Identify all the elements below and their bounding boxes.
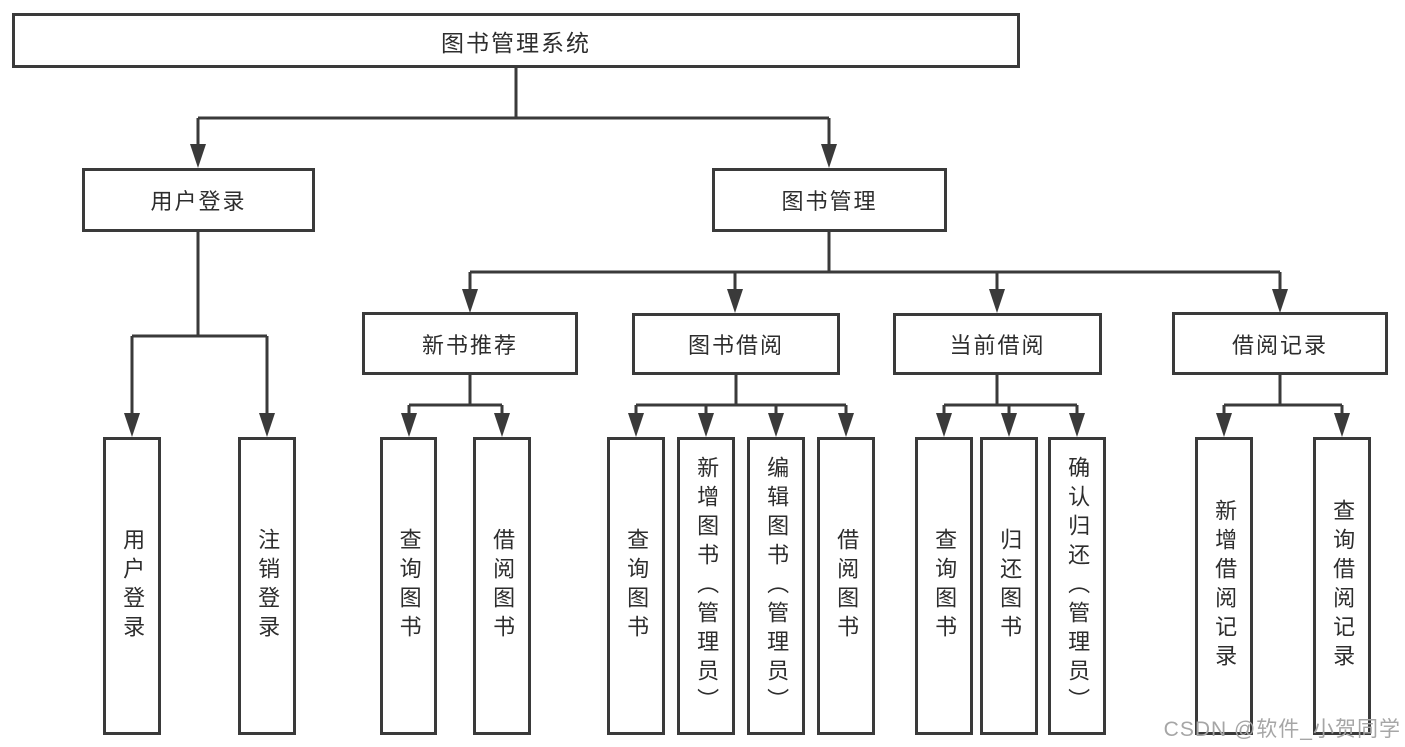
node-label: 编辑图书（管理员）: [764, 455, 790, 717]
leaf-bb-edit-books-admin: 编辑图书（管理员）: [747, 437, 805, 735]
csdn-watermark: CSDN @软件_小贺同学: [1163, 718, 1401, 741]
connector-book-borrow-children: [628, 375, 854, 437]
node-user-login: 用户登录: [82, 168, 315, 232]
leaf-bb-add-books-admin: 新增图书（管理员）: [677, 437, 735, 735]
node-label: 借阅图书: [490, 528, 516, 644]
connector-user-login-children: [124, 232, 275, 437]
node-label: 新书推荐: [421, 332, 518, 358]
node-borrowing-records: 借阅记录: [1172, 312, 1388, 375]
node-new-book-recommendation: 新书推荐: [362, 312, 578, 375]
node-label: 新增借阅记录: [1212, 499, 1238, 673]
node-label: 查询图书: [932, 528, 958, 644]
leaf-logout: 注销登录: [238, 437, 296, 735]
leaf-br-query-record: 查询借阅记录: [1313, 437, 1371, 735]
leaf-rec-borrow-books: 借阅图书: [473, 437, 531, 735]
leaf-bb-borrow-books: 借阅图书: [817, 437, 875, 735]
connector-root-to-level2: [190, 68, 837, 168]
node-label: 注销登录: [255, 528, 281, 644]
connector-current-borrow-children: [936, 375, 1085, 437]
node-label: 图书管理: [781, 189, 878, 214]
leaf-cb-confirm-return-admin: 确认归还（管理员）: [1048, 437, 1106, 735]
leaf-cb-query-books: 查询图书: [915, 437, 973, 735]
node-label: 归还图书: [997, 528, 1023, 644]
node-label: 借阅记录: [1231, 332, 1328, 358]
node-label: 图书借阅: [687, 333, 784, 358]
leaf-br-add-record: 新增借阅记录: [1195, 437, 1253, 735]
node-label: 当前借阅: [949, 333, 1046, 358]
node-label: 查询图书: [624, 528, 650, 644]
node-root-system: 图书管理系统: [12, 13, 1020, 68]
connector-new-book-rec-children: [401, 375, 510, 437]
node-label: 查询图书: [396, 528, 422, 644]
node-label: 用户登录: [150, 189, 247, 214]
leaf-bb-query-books: 查询图书: [607, 437, 665, 735]
node-label: 用户登录: [120, 528, 146, 644]
leaf-user-login: 用户登录: [103, 437, 161, 735]
node-label: 借阅图书: [834, 528, 860, 644]
node-current-borrowing: 当前借阅: [893, 313, 1102, 375]
connector-book-mgmt-children: [462, 232, 1288, 313]
connector-borrow-record-children: [1216, 375, 1350, 437]
node-label: 查询借阅记录: [1330, 499, 1356, 673]
node-label: 新增图书（管理员）: [694, 455, 720, 717]
node-label: 确认归还（管理员）: [1065, 455, 1091, 717]
leaf-rec-query-books: 查询图书: [380, 437, 437, 735]
node-label: 图书管理系统: [441, 29, 591, 56]
node-book-borrowing: 图书借阅: [632, 313, 840, 375]
leaf-cb-return-books: 归还图书: [980, 437, 1038, 735]
node-book-management: 图书管理: [712, 168, 947, 232]
